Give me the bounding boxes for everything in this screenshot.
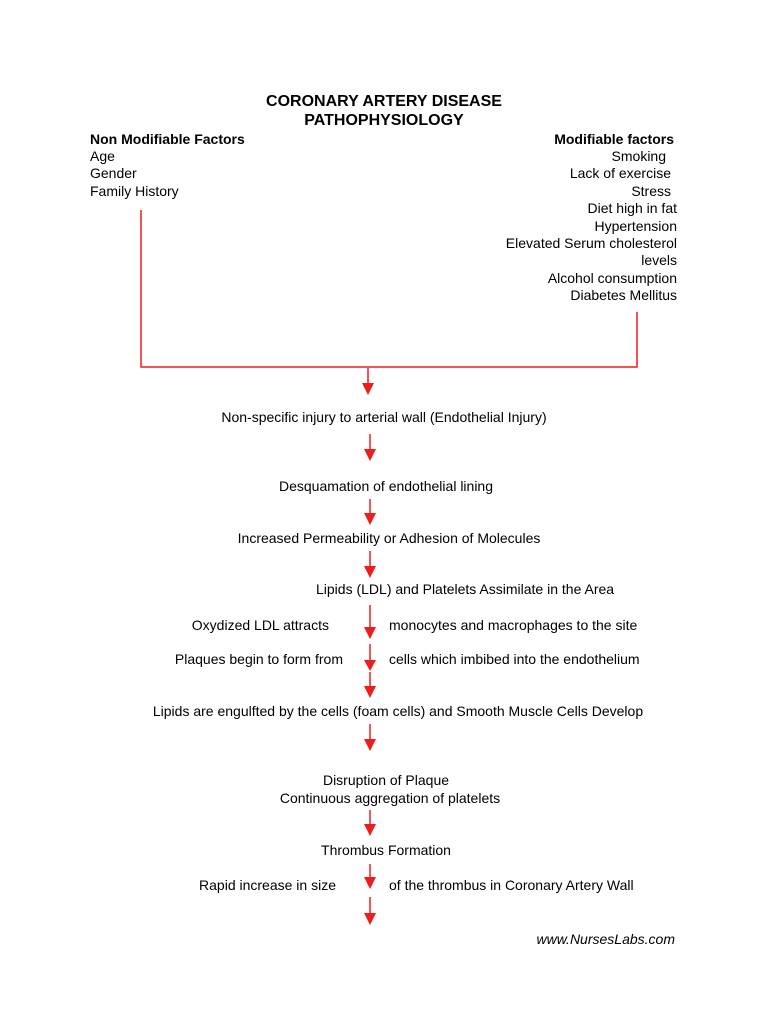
non-modifiable-factors: Non Modifiable Factors Age Gender Family…	[90, 131, 245, 200]
step-increased-permeability: Increased Permeability or Adhesion of Mo…	[237, 530, 541, 546]
modifiable-heading: Modifiable factors	[554, 131, 674, 147]
factor-alcohol-consumption: Alcohol consumption	[547, 269, 677, 286]
step-endothelial-injury: Non-specific injury to arterial wall (En…	[221, 409, 547, 425]
arrowhead-7	[364, 686, 376, 698]
arrowhead-8	[364, 739, 376, 751]
merge-connector	[140, 210, 638, 368]
factor-smoking: Smoking	[611, 148, 666, 164]
title-line-2: PATHOPHYSIOLOGY	[304, 112, 464, 129]
arrowhead-5	[364, 627, 376, 639]
factor-hypertension: Hypertension	[594, 217, 678, 234]
step-rapid-increase-right: of the thrombus in Coronary Artery Wall	[389, 877, 634, 893]
arrowhead-4	[364, 566, 376, 578]
step-desquamation: Desquamation of endothelial lining	[278, 478, 494, 494]
factor-diet-high-in-fat: Diet high in fat	[587, 200, 678, 217]
arrowhead-2	[364, 449, 376, 461]
factor-age: Age	[90, 148, 115, 164]
step-rapid-increase-left: Rapid increase in size	[199, 877, 336, 893]
factor-lack-of-exercise: Lack of exercise	[569, 165, 671, 182]
arrowhead-3	[364, 513, 376, 525]
modifiable-factors: Modifiable factors Smoking Lack of exerc…	[505, 131, 678, 305]
step-foam-cells: Lipids are engulfted by the cells (foam …	[152, 703, 644, 719]
step-lipids-assimilate: Lipids (LDL) and Platelets Assimilate in…	[316, 581, 615, 597]
title-line-1: CORONARY ARTERY DISEASE	[266, 93, 502, 110]
step-platelet-aggregation: Continuous aggregation of platelets	[279, 790, 501, 806]
arrowhead-6	[364, 660, 376, 671]
factor-diabetes-mellitus: Diabetes Mellitus	[570, 287, 677, 304]
arrowhead-1	[362, 383, 374, 395]
factor-elevated-serum-cholesterol: Elevated Serum cholesterol	[505, 235, 677, 252]
step-disruption-of-plaque: Disruption of Plaque	[322, 772, 450, 788]
factor-levels: levels	[641, 252, 677, 269]
step-thrombus-formation: Thrombus Formation	[321, 842, 451, 858]
arrowhead-10	[364, 877, 376, 889]
step-oxidized-ldl-right: monocytes and macrophages to the site	[389, 617, 638, 633]
step-oxidized-ldl-left: Oxydized LDL attracts	[191, 617, 329, 633]
non-modifiable-heading: Non Modifiable Factors	[90, 131, 245, 147]
arrowhead-9	[364, 824, 376, 836]
factor-stress: Stress	[631, 182, 671, 199]
arrowhead-11	[364, 913, 376, 925]
factor-family-history: Family History	[90, 182, 179, 199]
source-watermark: www.NursesLabs.com	[536, 931, 676, 947]
factor-gender: Gender	[90, 165, 137, 182]
step-plaques-left: Plaques begin to form from	[174, 651, 343, 667]
step-plaques-right: cells which imbibed into the endothelium	[389, 651, 640, 667]
